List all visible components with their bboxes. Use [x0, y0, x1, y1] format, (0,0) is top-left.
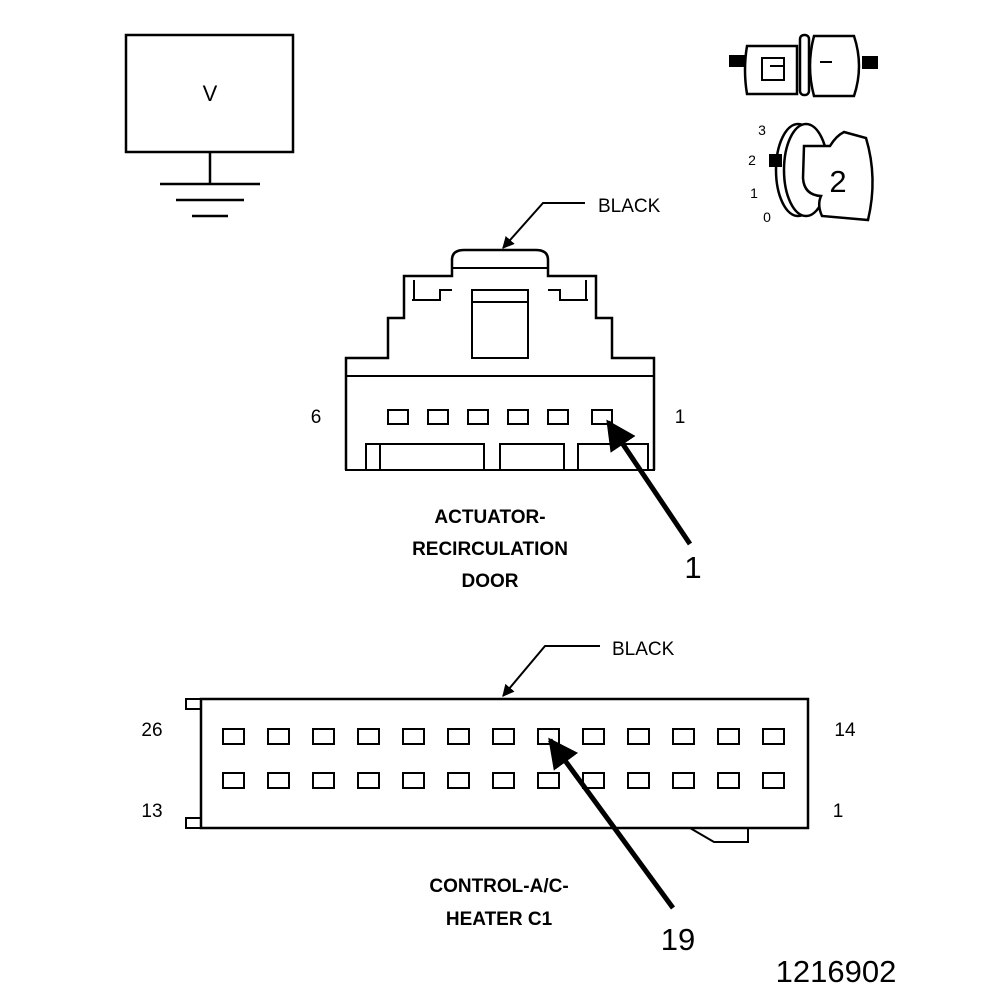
pin-cavity	[582, 772, 605, 789]
pin-cavity	[537, 772, 560, 789]
connector-color-label: BLACK	[612, 639, 675, 660]
pin-number-top-right: 14	[834, 720, 856, 741]
selector-dial-icon: 3 2 1 0 2	[748, 122, 874, 225]
pin-number-bottom-left: 13	[141, 801, 162, 822]
color-callout-leader	[502, 202, 585, 249]
test-lead-probe-icon	[729, 33, 878, 98]
pin-cavity-5	[427, 409, 449, 425]
pin-cavity-6	[387, 409, 409, 425]
range-label-1: 1	[750, 185, 758, 201]
pin-cavity-3	[507, 409, 529, 425]
range-label-2: 2	[748, 152, 756, 168]
pin-row-bottom	[222, 772, 785, 789]
connector-color-label: BLACK	[598, 196, 661, 217]
pin-cavity	[582, 728, 605, 745]
range-label-0: 0	[763, 209, 771, 225]
range-label-3: 3	[758, 122, 766, 138]
pin-cavity	[222, 772, 245, 789]
voltmeter-symbol: V	[203, 81, 218, 106]
pin-cavity	[447, 728, 470, 745]
pin-row-top	[222, 728, 785, 745]
control-heater-connector: BLACK 26 14 13 1 19 CONTROL-A/C- HEATER …	[141, 639, 856, 957]
connector-name-line-1: CONTROL-A/C-	[429, 876, 568, 897]
pin-cavity	[672, 728, 695, 745]
pin-cavity	[447, 772, 470, 789]
pin-cavity	[762, 772, 785, 789]
pin-cavity	[402, 772, 425, 789]
connector-name-line-3: DOOR	[462, 571, 519, 592]
ground-icon	[160, 182, 260, 218]
voltmeter-icon: V	[124, 33, 295, 218]
pin-cavity	[627, 728, 650, 745]
pin-callout-number: 19	[661, 922, 695, 957]
pin-cavity-1	[591, 409, 613, 425]
pin-cavity	[717, 728, 740, 745]
connector-name-line-2: HEATER C1	[446, 909, 553, 930]
pin-cavity	[402, 728, 425, 745]
pin-cavity-2	[547, 409, 569, 425]
pin-cavity	[357, 728, 380, 745]
pin-cavity	[492, 728, 515, 745]
pin-cavity	[672, 772, 695, 789]
actuator-connector: BLACK 6 1 1 ACTUATOR- RECIRCULATION	[311, 196, 702, 592]
pin-cavity	[492, 772, 515, 789]
pin-callout-arrow	[547, 737, 676, 910]
pin-cavity	[267, 728, 290, 745]
pin-number-top-left: 26	[141, 720, 162, 741]
pin-cavity	[717, 772, 740, 789]
connector-name-line-1: ACTUATOR-	[434, 507, 545, 528]
pin-number-right: 1	[675, 407, 686, 428]
selected-range: 2	[829, 164, 846, 199]
pin-number-left: 6	[311, 407, 322, 428]
color-callout-leader	[502, 645, 600, 697]
pin-cavity	[357, 772, 380, 789]
pin-cavity	[312, 772, 335, 789]
pin-callout-number: 1	[684, 550, 701, 585]
pin-number-bottom-right: 1	[833, 801, 844, 822]
pin-cavity-4	[467, 409, 489, 425]
pin-cavity	[312, 728, 335, 745]
figure-number: 1216902	[776, 954, 897, 989]
pin-cavity	[762, 728, 785, 745]
pin-cavity	[627, 772, 650, 789]
pin-callout-arrow	[605, 419, 693, 546]
pin-cavity	[222, 728, 245, 745]
pin-cavity	[267, 772, 290, 789]
connector-name-line-2: RECIRCULATION	[412, 539, 568, 560]
